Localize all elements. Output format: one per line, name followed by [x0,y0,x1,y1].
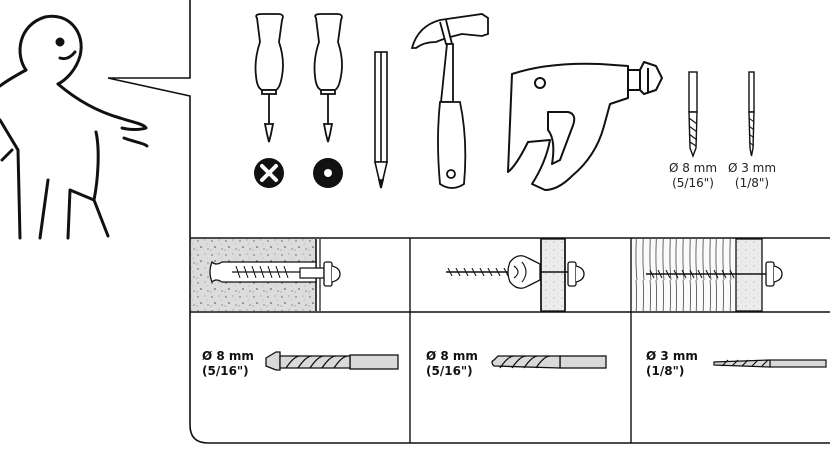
wall-2-bit-imperial-label: (5/16") [426,364,473,378]
phillips-head-icon [254,158,284,188]
speech-bubble-frame [107,0,830,444]
hammer-icon [410,13,489,189]
pencil-icon [373,51,389,189]
twist-bit-3mm-icon [713,359,827,368]
wall-type-grid [190,237,830,443]
drill-bit-8mm-size-label: Ø 8 mm [668,161,718,175]
drill-bit-3mm-imperial-label: (1/8") [734,176,770,190]
power-drill-icon [507,61,663,191]
wall-1-bit-imperial-label: (5/16") [202,364,249,378]
concrete-wall-panel [191,239,341,311]
hollow-wall-panel [446,238,585,312]
twist-bit-8mm-icon [491,355,607,369]
assembly-person-figure [0,14,149,240]
wall-3-bit-size-label: Ø 3 mm [646,349,698,363]
wall-1-bit-size-label: Ø 8 mm [202,349,254,363]
screwdriver-phillips [254,13,284,143]
screwdriver-flat [313,13,343,143]
drill-bit-3mm-size-label: Ø 3 mm [727,161,777,175]
drill-bit-3mm-icon [748,71,755,157]
wall-2-bit-size-label: Ø 8 mm [426,349,478,363]
drill-bit-8mm-icon [688,71,698,158]
flat-head-icon [313,158,343,188]
drill-bit-8mm-imperial-label: (5/16") [672,176,714,190]
wall-3-bit-imperial-label: (1/8") [646,364,685,378]
masonry-bit-icon [265,351,399,371]
wood-wall-panel [632,238,783,312]
